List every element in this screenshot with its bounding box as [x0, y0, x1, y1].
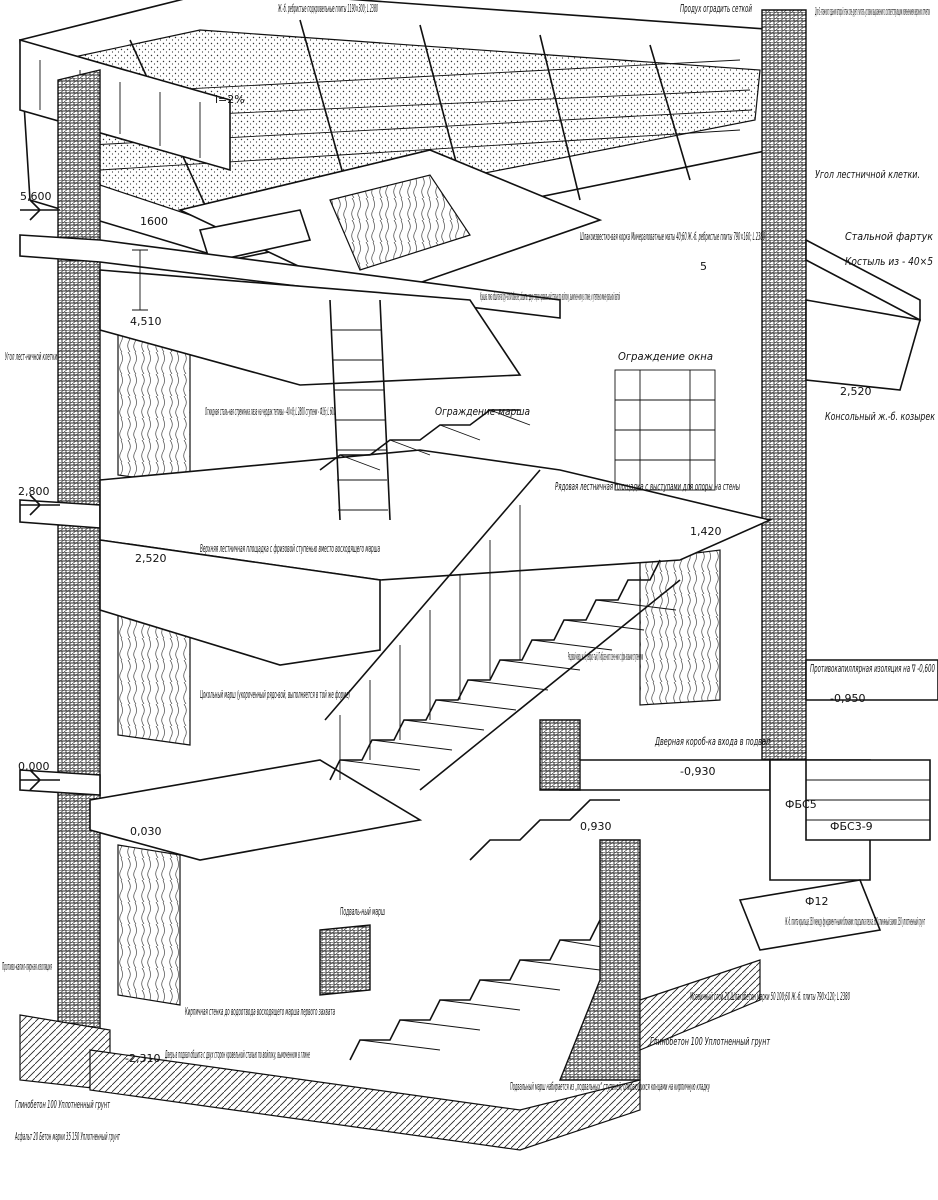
label-ribbed-slabs: Ж.-б. ребристые подкровельные плиты 1190… — [278, 3, 378, 15]
label-level-5600: 5,600 — [20, 190, 52, 203]
level-markers — [20, 199, 148, 791]
label-asphalt: Асфальт 20 Бетон марки 35 150 Уплотненны… — [15, 1131, 121, 1143]
label-basement-flight: Подваль-ный марш — [340, 906, 385, 918]
label-door-box: Дверная короб-ка входа в подвал — [654, 736, 770, 748]
label-f12: Ф12 — [805, 895, 828, 908]
label-level-4510: 4,510 — [130, 315, 162, 328]
label-capillary-right: Противокапиллярная изоляция на ∇ -0,600 — [810, 663, 935, 675]
brick-support-walls — [319, 719, 641, 1081]
label-steel-angle: Стальной фартук — [845, 231, 934, 243]
basement-floor — [19, 959, 761, 1151]
label-1600: 1600 — [140, 215, 168, 228]
label-basement-note: Подвальный марш набирается из „подвальны… — [510, 1081, 710, 1093]
label-level-0030: 0,030 — [130, 825, 162, 838]
label-slag-num: 5 — [700, 260, 707, 273]
label-slag-lime: Шлакоизвестко-вая корка Минераловатные м… — [580, 231, 765, 243]
window-guard — [614, 369, 716, 491]
label-row-landing: Рядовая лестничная площадка с выступами … — [555, 481, 740, 493]
label-hatch-cover: Крышка люка обшитая в бру-чатой обвязке;… — [480, 291, 620, 303]
folding-steel-ladder — [329, 299, 391, 521]
right-brick-wall — [761, 9, 807, 761]
basement-flight — [349, 799, 641, 1061]
label-plinth-flight: Цокольный марш (укороченный рядо-вой, вы… — [200, 689, 350, 701]
label-corner-top-right: Угол лестничной клетки. — [815, 169, 920, 181]
label-upper-landing: Верхняя лестничная площадка с фризовой с… — [200, 543, 380, 555]
label-capillary-left: Противо-капил-лярная изоляция — [2, 961, 52, 973]
left-brick-wall — [57, 69, 101, 1046]
label-level-2520: 2,520 — [840, 385, 872, 398]
label-mosaic: Мозаичный слой 20 Шлакобетон марки 50 10… — [690, 991, 850, 1003]
label-basement-door: Дверь в подвал обшита с двух сторон кров… — [165, 1049, 310, 1061]
label-level-0000: 0,000 — [18, 760, 50, 773]
label-level-2800: 2,800 — [18, 485, 50, 498]
handrail — [324, 469, 541, 780]
label-corner-left: Угол лест-ничной клетки — [5, 351, 57, 363]
label-level-1420: 1,420 — [690, 525, 722, 538]
label-level-m0930: -0,930 — [680, 765, 715, 778]
label-vent: Продух оградить сеткой — [680, 3, 752, 15]
interior-wood-panels — [117, 314, 721, 1006]
label-console-visor: Консольный ж.-б. козырек — [825, 411, 935, 423]
label-folding-ladder: Откидная сталь-ная стремянка лаза на чер… — [205, 406, 335, 418]
label-crutch: Костыль из - 40×5 — [845, 256, 933, 268]
label-level-m2310: -2,310 — [125, 1052, 160, 1065]
foundation-blocks — [738, 759, 931, 951]
labels: Ж.-б. ребристые подкровельные плиты 1190… — [2, 3, 935, 1143]
roof-slabs — [19, 0, 781, 301]
row-flight-upper — [329, 559, 681, 791]
label-fbs3-9: ФБС3-9 — [830, 820, 873, 833]
label-window-guard: Ограждение окна — [618, 351, 713, 363]
label-clay-concrete-right: Глинобетон 100 Уплотненный грунт — [650, 1036, 771, 1048]
console-visor — [805, 238, 922, 391]
label-level-m0950: -0,950 — [830, 692, 865, 705]
floor-slabs — [19, 234, 938, 861]
label-level-0930: 0,930 — [580, 820, 612, 833]
label-level-2520b: 2,520 — [135, 552, 167, 565]
label-wing-slab: Ж.-б. плита крыльца 150 между фундамент-… — [785, 916, 925, 928]
label-three-storey: Для 3-этажного здания второй этаж сле-ду… — [815, 6, 930, 18]
upper-short-flight — [319, 409, 531, 471]
label-flight-guard: Ограждение марша — [435, 406, 530, 418]
label-clay-concrete-left: Глинобетон 100 Уплотненный грунт — [15, 1099, 110, 1111]
label-slope: i=2% — [215, 93, 245, 106]
label-brick-wall: Кирпичная стенка до водоотвода восходяще… — [185, 1006, 335, 1018]
label-row-flight: Рядовой марш ж.-б. ребрис-тый, П-образ-н… — [568, 651, 643, 663]
label-fbs5: ФБС5 — [785, 798, 817, 811]
